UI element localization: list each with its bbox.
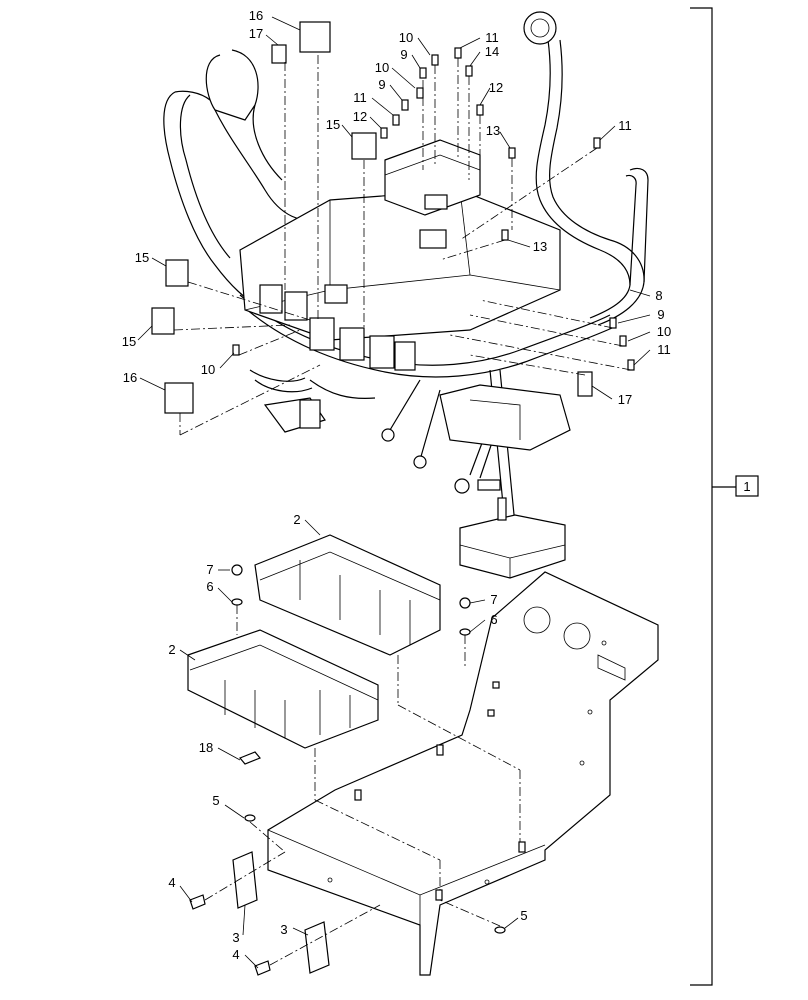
callout-11-c: 11 [618,118,632,133]
callout-4-a: 4 [168,875,175,890]
nut-5-a [244,814,256,822]
callout-11-d: 11 [657,342,671,357]
callout-3-b: 3 [280,922,287,937]
callout-2-b: 2 [168,642,175,657]
callout-17-top: 17 [249,26,263,41]
ring-terminal-18 [239,751,261,765]
relays-and-fuses [151,21,635,414]
callout-15-low: 15 [122,334,136,349]
nut-7-b [459,597,471,609]
callout-11-b: 11 [353,90,367,105]
wiring-harness [163,11,649,526]
relay-16-low [164,382,194,414]
callout-15-mid: 15 [135,250,149,265]
bolt-4-b [254,960,271,976]
callout-13-b: 13 [533,239,547,254]
assembly-callout-1: 1 [743,479,750,494]
fuse-12-b [380,127,388,139]
fuse-10-a [431,54,439,66]
callout-3-a: 3 [232,930,239,945]
callout-12-b: 12 [353,109,367,124]
fuse-11-a [454,47,462,59]
bolt-4-a [189,894,206,910]
hardware [189,564,506,976]
fuse-13-a [508,147,516,159]
nut-5-b [494,926,506,934]
fuse-9-c [609,317,617,329]
callout-10-a: 10 [399,30,413,45]
callout-6-b: 6 [490,612,497,627]
callout-2-a: 2 [293,512,300,527]
assembly-bracket: 1 [690,7,759,986]
fuse-14 [465,65,473,77]
fuse-10-c [619,335,627,347]
connector-17-top [271,44,287,64]
callout-17-low: 17 [618,392,632,407]
callout-13-a: 13 [486,123,500,138]
clip-3-a [232,851,258,909]
leader-lines [137,16,651,969]
callout-9-c: 9 [657,307,664,322]
callout-18: 18 [199,740,213,755]
callout-14: 14 [485,44,499,59]
callout-10-b: 10 [375,60,389,75]
callout-7-b: 7 [490,592,497,607]
ecu-module [459,497,566,579]
callout-9-b: 9 [378,77,385,92]
fuse-11-d [627,359,635,371]
washer-6-b [459,628,471,636]
callout-4-b: 4 [232,947,239,962]
callout-9-a: 9 [400,47,407,62]
fuse-9-a [419,67,427,79]
assembly-lines [173,55,632,966]
washer-6-a [231,598,243,606]
callout-10-c: 10 [657,324,671,339]
fuse-11-b [392,114,400,126]
callout-10-d: 10 [201,362,215,377]
clip-3-b [304,921,330,974]
callout-12-a: 12 [489,80,503,95]
fuse-9-b [401,99,409,111]
nut-7-a [231,564,243,576]
callout-15-top: 15 [326,117,340,132]
mounting-plate [267,571,659,976]
relay-15-top [351,132,377,160]
fuse-10-b [416,87,424,99]
fuse-11-c [593,137,601,149]
relay-15-low [151,307,175,335]
callout-7-a: 7 [206,562,213,577]
fuse-12-a [476,104,484,116]
connector-17-low [577,371,593,397]
callout-5-b: 5 [520,908,527,923]
fuse-13-b [501,229,509,241]
callout-16-low: 16 [123,370,137,385]
relay-holders [187,534,441,749]
fuse-10-d [232,344,240,356]
callout-8: 8 [655,288,662,303]
relay-16-top [299,21,331,53]
relay-15-mid [165,259,189,287]
callout-labels: 16 17 10 9 11 14 10 9 12 11 12 15 13 11 … [122,8,671,962]
callout-11-a: 11 [485,30,499,45]
callout-5-a: 5 [212,793,219,808]
fuse-relay-panel [239,139,561,371]
callout-6-a: 6 [206,579,213,594]
callout-16-top: 16 [249,8,263,23]
